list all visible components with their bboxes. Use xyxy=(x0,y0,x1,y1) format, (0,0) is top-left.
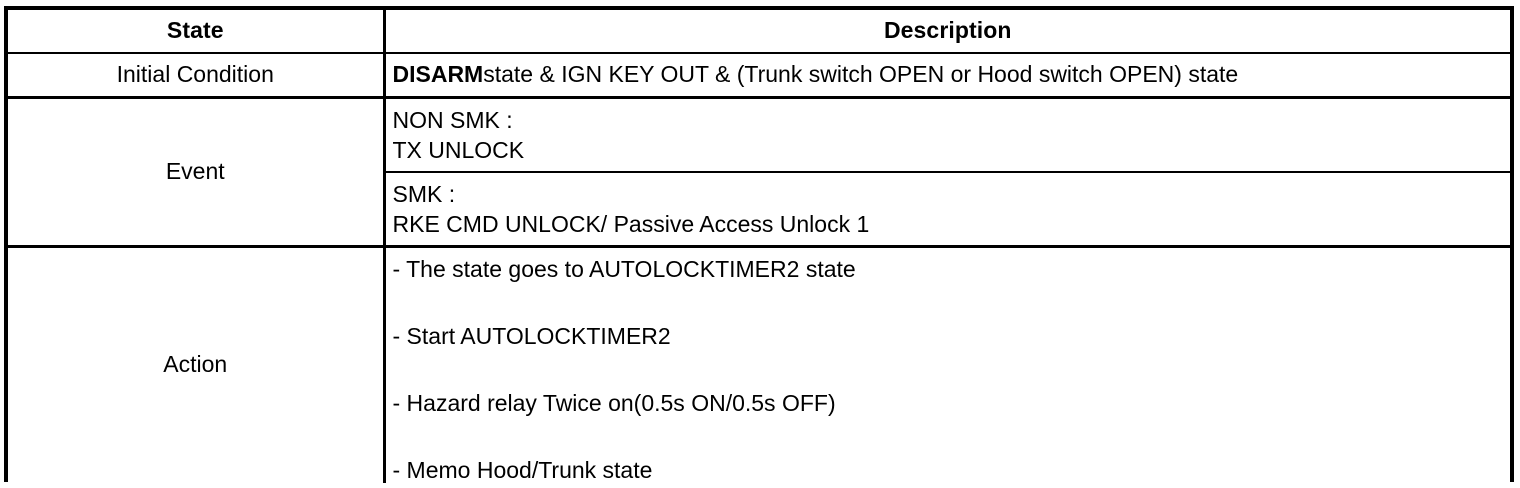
action-item: - Memo Hood/Trunk state xyxy=(392,456,653,483)
event-smk-line1: SMK : xyxy=(392,180,456,207)
column-header-description: Description xyxy=(883,17,1012,44)
description-cell-initial-condition: DISARMstate & IGN KEY OUT & (Trunk switc… xyxy=(384,53,1511,99)
event-non-smk-line2: TX UNLOCK xyxy=(392,136,525,163)
table-grid: State Description Initial Condition DISA… xyxy=(8,10,1510,483)
initial-condition-detail: state & IGN KEY OUT & (Trunk switch OPEN… xyxy=(483,60,1239,87)
event-subrow-non-smk: NON SMK : TX UNLOCK xyxy=(385,98,1511,173)
event-subrow-smk: SMK : RKE CMD UNLOCK/ Passive Access Unl… xyxy=(386,172,1511,245)
action-item: - Start AUTOLOCKTIMER2 xyxy=(392,322,671,349)
state-cell-event: Event xyxy=(8,97,386,248)
event-subrow-stack: NON SMK : TX UNLOCK SMK : RKE CMD UNLOCK… xyxy=(385,98,1511,245)
action-item-list: - The state goes to AUTOLOCKTIMER2 state… xyxy=(386,248,1511,483)
state-cell-initial-condition: Initial Condition xyxy=(8,53,386,99)
state-label-action: Action xyxy=(163,351,228,378)
table-row-initial-condition: Initial Condition DISARMstate & IGN KEY … xyxy=(8,53,1511,99)
initial-condition-description: DISARMstate & IGN KEY OUT & (Trunk switc… xyxy=(386,60,1511,90)
table-header-row: State Description xyxy=(8,10,1510,54)
description-cell-event: NON SMK : TX UNLOCK SMK : RKE CMD UNLOCK… xyxy=(384,97,1511,248)
state-label-initial-condition: Initial Condition xyxy=(116,61,274,88)
state-cell-action: Action xyxy=(8,246,386,483)
event-smk-cell: SMK : RKE CMD UNLOCK/ Passive Access Unl… xyxy=(386,172,1511,245)
table-row-action: Action - The state goes to AUTOLOCKTIMER… xyxy=(8,246,1510,483)
initial-condition-keyword: DISARM xyxy=(392,60,484,87)
column-header-state: State xyxy=(166,17,224,44)
header-cell-state: State xyxy=(8,10,386,54)
action-item: - The state goes to AUTOLOCKTIMER2 state xyxy=(392,255,856,282)
description-cell-action: - The state goes to AUTOLOCKTIMER2 state… xyxy=(384,246,1510,483)
event-non-smk-text: NON SMK : TX UNLOCK xyxy=(386,105,1511,165)
table-row-event: Event NON SMK : TX UNLOCK xyxy=(8,97,1511,248)
state-description-table: State Description Initial Condition DISA… xyxy=(4,6,1514,483)
state-label-event: Event xyxy=(165,157,225,184)
action-item: - Hazard relay Twice on(0.5s ON/0.5s OFF… xyxy=(392,389,836,416)
event-smk-text: SMK : RKE CMD UNLOCK/ Passive Access Unl… xyxy=(386,179,1511,239)
event-non-smk-cell: NON SMK : TX UNLOCK xyxy=(385,98,1511,173)
event-smk-line2: RKE CMD UNLOCK/ Passive Access Unlock 1 xyxy=(392,210,870,237)
header-cell-description: Description xyxy=(384,10,1510,54)
event-non-smk-line1: NON SMK : xyxy=(392,106,513,133)
